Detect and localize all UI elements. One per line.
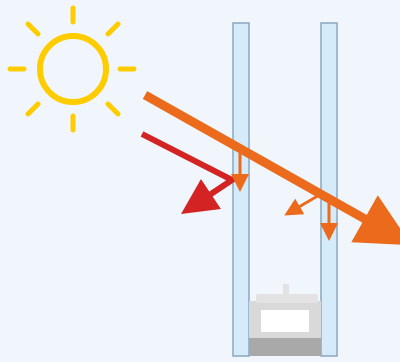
window-spacer-base bbox=[249, 284, 321, 356]
sun-icon bbox=[10, 8, 134, 130]
absorption-arrow-inner-left bbox=[292, 194, 321, 211]
reflected-heat-arrow bbox=[142, 134, 232, 204]
glass-pane-inner bbox=[321, 23, 337, 356]
incoming-sunlight-arrow bbox=[145, 95, 388, 232]
glass-pane-outer bbox=[233, 23, 249, 356]
